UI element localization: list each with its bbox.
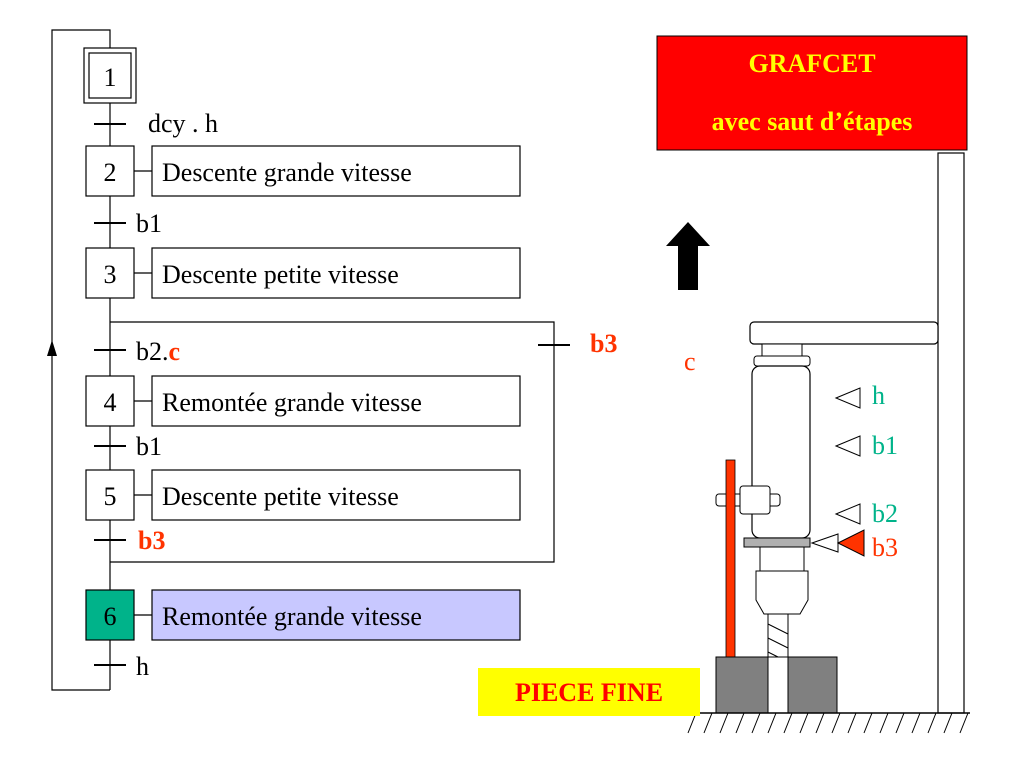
step-2-label: 2 <box>104 158 117 187</box>
stop-rod <box>725 459 736 659</box>
step-2-action-label: Descente grande vitesse <box>162 158 412 187</box>
transition-3-label: b2.c <box>136 337 180 366</box>
chuck-upper <box>759 546 805 572</box>
piece-label-box: PIECE FINE <box>478 668 700 716</box>
step-4-action-label: Remontée grande vitesse <box>162 388 422 417</box>
sensor-b3-tip <box>810 533 839 553</box>
step-6-box-active <box>85 589 135 641</box>
step-4-box <box>85 375 135 427</box>
transition-3-c: c <box>169 337 181 366</box>
title-line-2: avec saut d’étapes <box>712 107 913 136</box>
step-6-action-label: Remontée grande vitesse <box>162 602 422 631</box>
title-line-1: GRAFCET <box>748 49 875 78</box>
transition-6-label: h <box>136 652 149 681</box>
step-6-label: 6 <box>104 602 117 631</box>
ground-hatching <box>687 712 969 734</box>
transition-5-label: b3 <box>138 526 165 555</box>
up-arrow-icon <box>666 222 710 290</box>
step-5-label: 5 <box>104 482 117 511</box>
step-2-action-box <box>151 145 521 197</box>
machine-c-label: c <box>684 347 696 376</box>
transition-2-label: b1 <box>136 209 162 238</box>
drill-machine: c h b1 b2 b3 <box>684 152 970 734</box>
piece-label-background <box>478 668 700 716</box>
sensor-b1-label: b1 <box>872 431 898 460</box>
sensor-h-icon <box>834 387 861 409</box>
step-3-action-box <box>151 247 521 299</box>
sensor-h-label: h <box>872 381 885 410</box>
transition-3-main: b2. <box>136 337 169 366</box>
machine-column <box>937 152 965 714</box>
sensor-b3-icon <box>836 529 865 557</box>
spindle-ring-hub <box>739 485 771 515</box>
trigger-plate <box>743 537 811 548</box>
step-5-action-box <box>151 469 521 521</box>
transition-skip-label: b3 <box>590 329 617 358</box>
machine-arm <box>749 321 939 345</box>
title-box: GRAFCET avec saut d’étapes <box>656 35 968 151</box>
drill-hole <box>767 656 789 714</box>
step-4-action-box <box>151 375 521 427</box>
sensor-b2-icon <box>834 503 861 525</box>
sensor-b1-icon <box>834 435 861 457</box>
step-2-box <box>85 145 135 197</box>
skip-branch-line <box>110 321 555 563</box>
grafcet-chart: b3 1 dcy . h 2 Descente grande vitesse b… <box>47 29 617 691</box>
spindle-collar <box>753 355 811 367</box>
sensor-b3-label: b3 <box>872 533 898 562</box>
title-background <box>656 35 968 151</box>
spindle-neck <box>761 343 803 357</box>
step-6-action-box-active <box>151 589 521 641</box>
step-1-inner <box>88 52 132 99</box>
step-3-action-label: Descente petite vitesse <box>162 260 399 289</box>
step-1-label: 1 <box>104 63 117 92</box>
sensor-b2-label: b2 <box>872 499 898 528</box>
step-4-label: 4 <box>104 388 117 417</box>
step-5-box <box>85 469 135 521</box>
loop-arrow-icon <box>47 340 57 356</box>
loop-return-line <box>51 29 111 691</box>
step-3-box <box>85 247 135 299</box>
step-5-action-label: Descente petite vitesse <box>162 482 399 511</box>
transition-4-label: b1 <box>136 432 162 461</box>
piece-label-text: PIECE FINE <box>515 678 663 707</box>
step-3-label: 3 <box>104 260 117 289</box>
chuck-lower <box>755 570 809 615</box>
transition-1-label: dcy . h <box>148 109 218 138</box>
